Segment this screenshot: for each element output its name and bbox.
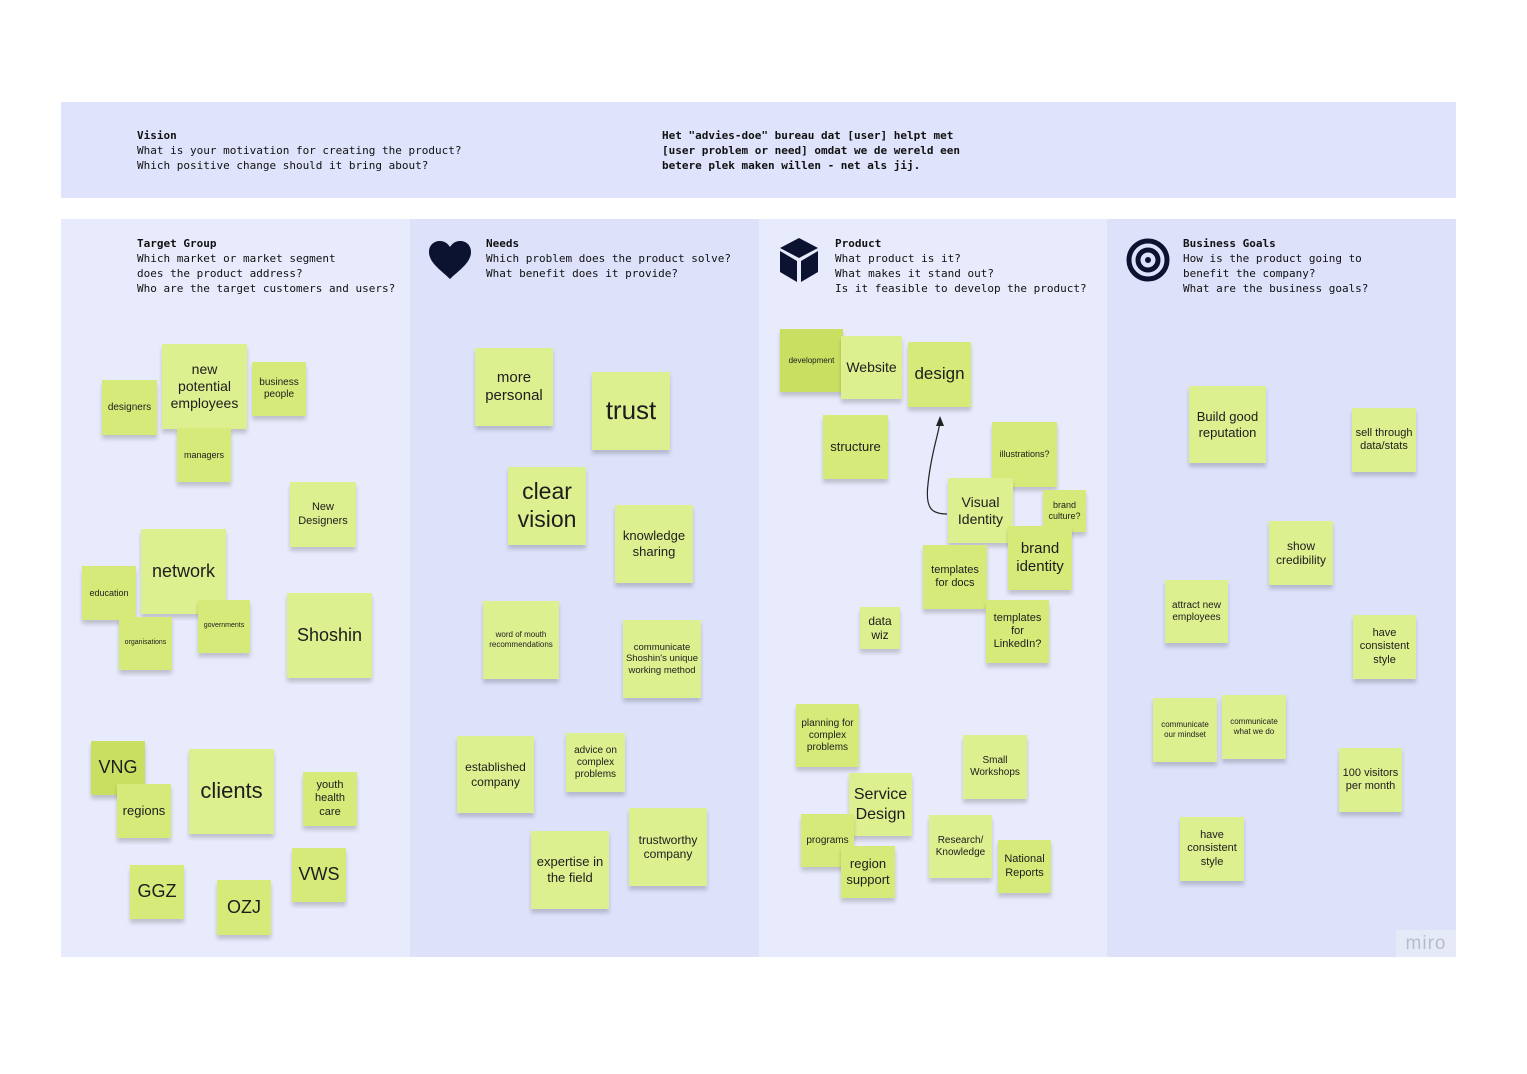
product-q2: What makes it stand out?	[835, 267, 994, 280]
sticky-note[interactable]: 100 visitors per month	[1339, 748, 1402, 812]
sticky-note[interactable]: communicate our mindset	[1153, 698, 1217, 762]
sticky-note[interactable]: structure	[823, 415, 888, 479]
sticky-note[interactable]: design	[908, 342, 971, 407]
sticky-note[interactable]: more personal	[475, 348, 553, 426]
sticky-note[interactable]: OZJ	[217, 880, 271, 935]
sticky-note[interactable]: clear vision	[508, 467, 586, 545]
sticky-note[interactable]: network	[141, 529, 226, 614]
sticky-note[interactable]: word of mouth recommendations	[483, 601, 559, 679]
sticky-note[interactable]: data wiz	[860, 607, 900, 649]
sticky-note[interactable]: knowledge sharing	[615, 505, 693, 583]
business-goals-title: Business Goals	[1183, 237, 1276, 250]
sticky-note[interactable]: Research/ Knowledge	[929, 815, 992, 878]
sticky-note[interactable]: Shoshin	[287, 593, 372, 678]
vision-statement-line-2: [user problem or need] omdat we de werel…	[662, 144, 961, 157]
sticky-note[interactable]: Service Design	[849, 773, 912, 836]
vision-statement-line-3: betere plek maken willen - net als jij.	[662, 159, 921, 172]
sticky-note[interactable]: sell through data/stats	[1352, 408, 1416, 472]
sticky-note[interactable]: new potential employees	[162, 344, 247, 429]
goals-q2: benefit the company?	[1183, 267, 1316, 280]
sticky-note[interactable]: attract new employees	[1165, 580, 1228, 643]
vision-title: Vision	[137, 129, 177, 142]
sticky-note[interactable]: managers	[177, 428, 231, 482]
vision-statement-line-1: Het "advies-doe" bureau dat [user] helpt…	[662, 129, 954, 142]
goals-q1: How is the product going to	[1183, 252, 1362, 265]
sticky-note[interactable]: regions	[117, 784, 171, 838]
sticky-note[interactable]: communicate what we do	[1222, 695, 1286, 759]
sticky-note[interactable]: trustworthy company	[629, 808, 707, 886]
vision-statement: Het "advies-doe" bureau dat [user] helpt…	[662, 128, 960, 173]
sticky-note[interactable]: brand identity	[1008, 526, 1072, 590]
target-q2: does the product address?	[137, 267, 303, 280]
sticky-note[interactable]: governments	[198, 600, 250, 653]
target-group-title: Target Group	[137, 237, 217, 250]
sticky-note[interactable]: organisations	[119, 617, 172, 670]
sticky-note[interactable]: Website	[841, 336, 902, 399]
sticky-note[interactable]: clients	[189, 749, 274, 834]
sticky-note[interactable]: development	[780, 329, 843, 392]
sticky-note[interactable]: region support	[841, 846, 895, 898]
sticky-note[interactable]: show credibility	[1269, 521, 1333, 585]
sticky-note[interactable]: Small Workshops	[963, 735, 1027, 799]
sticky-note[interactable]: templates for docs	[923, 545, 987, 609]
sticky-note[interactable]: planning for complex problems	[796, 704, 859, 767]
sticky-note[interactable]: GGZ	[130, 865, 184, 919]
product-q3: Is it feasible to develop the product?	[835, 282, 1087, 295]
product-q1: What product is it?	[835, 252, 961, 265]
sticky-note[interactable]: illustrations?	[992, 422, 1057, 487]
needs-title: Needs	[486, 237, 520, 250]
needs-q2: What benefit does it provide?	[486, 267, 679, 280]
sticky-note[interactable]: communicate Shoshin's unique working met…	[623, 620, 701, 698]
vision-q2: Which positive change should it bring ab…	[137, 159, 429, 172]
connector-arrow[interactable]	[920, 414, 960, 524]
needs-q1: Which problem does the product solve?	[486, 252, 732, 265]
sticky-note[interactable]: trust	[592, 372, 670, 450]
target-icon	[1126, 238, 1170, 282]
goals-q3: What are the business goals?	[1183, 282, 1369, 295]
product-title: Product	[835, 237, 882, 250]
sticky-note[interactable]: designers	[102, 380, 157, 435]
sticky-note[interactable]: business people	[252, 362, 306, 416]
sticky-note[interactable]: VWS	[292, 848, 346, 902]
sticky-note[interactable]: templates for LinkedIn?	[986, 600, 1049, 663]
miro-watermark: miro	[1396, 930, 1456, 957]
vision-panel	[61, 102, 1456, 198]
heart-icon	[429, 241, 471, 279]
sticky-note[interactable]: expertise in the field	[531, 831, 609, 909]
target-q1: Which market or market segment	[137, 252, 336, 265]
vision-q1: What is your motivation for creating the…	[137, 144, 462, 157]
target-q3: Who are the target customers and users?	[137, 282, 396, 295]
sticky-note[interactable]: advice on complex problems	[566, 733, 625, 792]
sticky-note[interactable]: Visual Identity	[948, 478, 1013, 543]
sticky-note[interactable]: National Reports	[998, 840, 1051, 893]
sticky-note[interactable]: youth health care	[303, 772, 357, 826]
sticky-note[interactable]: New Designers	[290, 482, 356, 547]
cube-icon	[780, 238, 818, 282]
sticky-note[interactable]: Build good reputation	[1189, 386, 1266, 463]
sticky-note[interactable]: have consistent style	[1180, 817, 1244, 881]
sticky-note[interactable]: have consistent style	[1353, 615, 1416, 679]
sticky-note[interactable]: brand culture?	[1043, 490, 1086, 532]
sticky-note[interactable]: established company	[457, 736, 534, 813]
business-goals-column	[1107, 219, 1456, 957]
sticky-note[interactable]: education	[82, 566, 136, 620]
